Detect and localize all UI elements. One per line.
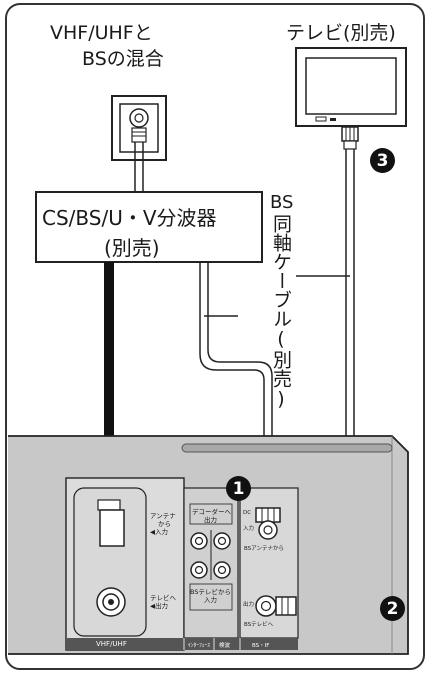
dc-label: DC bbox=[243, 510, 252, 516]
bs-antenna-from-label: BSアンテナから bbox=[244, 546, 284, 552]
antenna-in-label-3: ◀入力 bbox=[150, 528, 168, 536]
tv-connector bbox=[341, 126, 359, 150]
bs-in-label: 入力 bbox=[243, 526, 255, 532]
tv-out-label-1: テレビへ bbox=[150, 594, 176, 602]
bs-in-connector bbox=[255, 507, 281, 540]
bs-tv-to-label: BSテレビへ bbox=[244, 622, 274, 628]
rca-jack-4 bbox=[213, 561, 231, 579]
cable-vhf bbox=[104, 262, 114, 500]
outer-frame bbox=[5, 3, 425, 670]
detection-label: 検波 bbox=[219, 643, 231, 649]
bs-out-connector bbox=[255, 595, 297, 617]
step-3-badge: 3 bbox=[370, 148, 395, 173]
vhf-plug bbox=[97, 499, 125, 547]
step-2-badge: 2 bbox=[380, 596, 405, 621]
rca-jack-1 bbox=[190, 532, 208, 550]
splitter-label-line1: CS/BS/U・V分波器 bbox=[42, 206, 217, 230]
cable-label-bs: BS bbox=[270, 192, 294, 213]
step-1-badge: 1 bbox=[226, 476, 251, 501]
cable-bs bbox=[199, 262, 273, 510]
bs-out-label: 出力 bbox=[243, 602, 255, 608]
bs-if-label: BS・IF bbox=[252, 643, 270, 649]
rca-jack-2 bbox=[213, 532, 231, 550]
cable-label-vertical: 同軸ケーブル(別売) bbox=[270, 214, 292, 410]
rca-jack-3 bbox=[190, 561, 208, 579]
interface-label: ｲﾝﾀｰﾌｪｰｽ bbox=[188, 643, 211, 649]
splitter-box bbox=[35, 191, 263, 263]
antenna-in-label-2: から bbox=[158, 520, 171, 528]
bs-tv-in-label-2: 入力 bbox=[204, 596, 217, 604]
antenna-in-label-1: アンテナ bbox=[150, 512, 176, 520]
antenna-source-label-line2: BSの混合 bbox=[82, 48, 164, 70]
device-panel bbox=[8, 435, 409, 655]
tv-label: テレビ(別売) bbox=[286, 22, 396, 44]
wall-antenna-socket bbox=[111, 95, 167, 161]
bs-tv-in-label-1: BSテレビから bbox=[190, 588, 231, 596]
cable-socket-splitter bbox=[134, 142, 144, 192]
decoder-label-2: 出力 bbox=[204, 516, 217, 524]
antenna-source-label-line1: VHF/UHFと bbox=[50, 22, 153, 44]
tv-drawing bbox=[295, 47, 407, 127]
decoder-label-1: デコーダーへ bbox=[192, 508, 231, 516]
vhf-uhf-label: VHF/UHF bbox=[96, 640, 127, 648]
tv-out-jack bbox=[96, 587, 126, 617]
splitter-label-line2: (別売) bbox=[104, 236, 160, 260]
tv-out-label-2: ◀出力 bbox=[150, 602, 168, 610]
